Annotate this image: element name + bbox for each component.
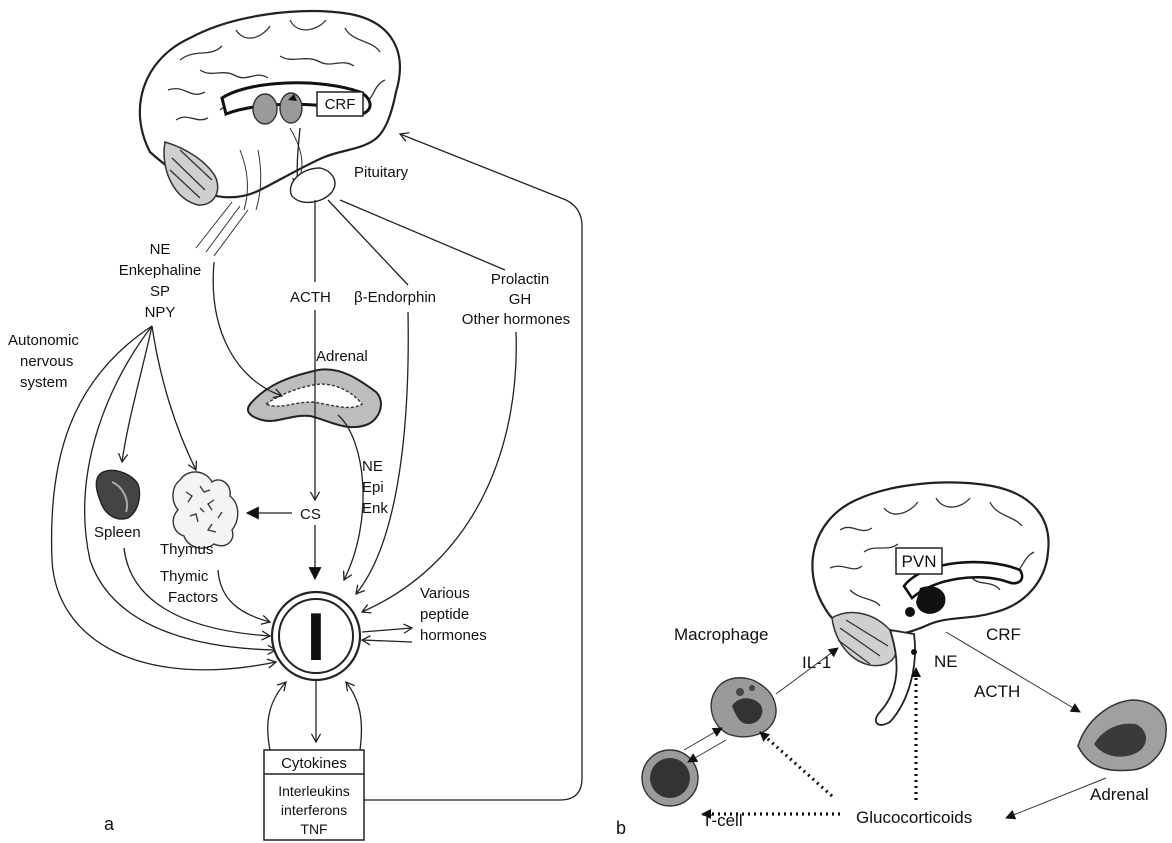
thymic-factors-label-2: Factors <box>168 589 218 606</box>
crf-label: CRF <box>325 96 356 113</box>
panel-b: PVN CRF NE ACTH Macrophage IL-1 T-cell A… <box>616 482 1166 838</box>
interferons-label: interferons <box>281 802 347 818</box>
tcell <box>642 750 698 806</box>
adrenal-gland-b <box>1078 700 1166 771</box>
thymus-label: Thymus <box>160 541 213 558</box>
panel-a: CRF Pituitary NE Enkephaline SP NPY Auto… <box>8 11 582 840</box>
pituitary-label: Pituitary <box>354 164 409 181</box>
glucocorticoids-label: Glucocorticoids <box>856 808 972 827</box>
various-label-2: peptide <box>420 606 469 623</box>
panel-b-label: b <box>616 818 626 838</box>
ne-label: NE <box>150 241 171 258</box>
interleukins-label: Interleukins <box>278 783 350 799</box>
pvn-box: PVN <box>896 548 942 574</box>
panel-a-label: a <box>104 814 115 834</box>
ne-label-b: NE <box>934 652 958 671</box>
crf-box: CRF <box>317 92 363 116</box>
acth-label-a: ACTH <box>290 289 331 306</box>
crf-label-b: CRF <box>986 625 1021 644</box>
spleen-illustration <box>96 470 139 519</box>
other-hormones-label: Other hormones <box>462 311 570 328</box>
cs-label: CS <box>300 506 321 523</box>
macrophage-cell <box>711 678 776 737</box>
cytokines-label: Cytokines <box>281 755 347 772</box>
autonomic-label-3: system <box>20 374 68 391</box>
pvn-label: PVN <box>902 552 937 571</box>
macrophage-label: Macrophage <box>674 625 769 644</box>
sp-label: SP <box>150 283 170 300</box>
epi-label: Epi <box>362 479 384 496</box>
various-label-1: Various <box>420 585 470 602</box>
enk-label: Enk <box>362 500 388 517</box>
prolactin-label: Prolactin <box>491 271 549 288</box>
thymic-factors-label-1: Thymic <box>160 568 209 585</box>
gh-label: GH <box>509 291 532 308</box>
autonomic-label-2: nervous <box>20 353 73 370</box>
enkephaline-label: Enkephaline <box>119 262 202 279</box>
autonomic-label-1: Autonomic <box>8 332 79 349</box>
ne-label-2: NE <box>362 458 383 475</box>
acth-label-b: ACTH <box>974 682 1020 701</box>
beta-endorphin-label: β-Endorphin <box>354 289 436 306</box>
spleen-label: Spleen <box>94 524 141 541</box>
adrenal-label-a: Adrenal <box>316 348 368 365</box>
immune-system-symbol: I <box>272 592 360 680</box>
thymus-illustration <box>173 472 238 548</box>
various-label-3: hormones <box>420 627 487 644</box>
adrenal-label-b: Adrenal <box>1090 785 1149 804</box>
npy-label: NPY <box>145 304 176 321</box>
cytokines-box: Cytokines Interleukins interferons TNF <box>264 750 364 840</box>
immune-symbol-label: I <box>307 599 326 675</box>
tnf-label: TNF <box>300 821 327 837</box>
